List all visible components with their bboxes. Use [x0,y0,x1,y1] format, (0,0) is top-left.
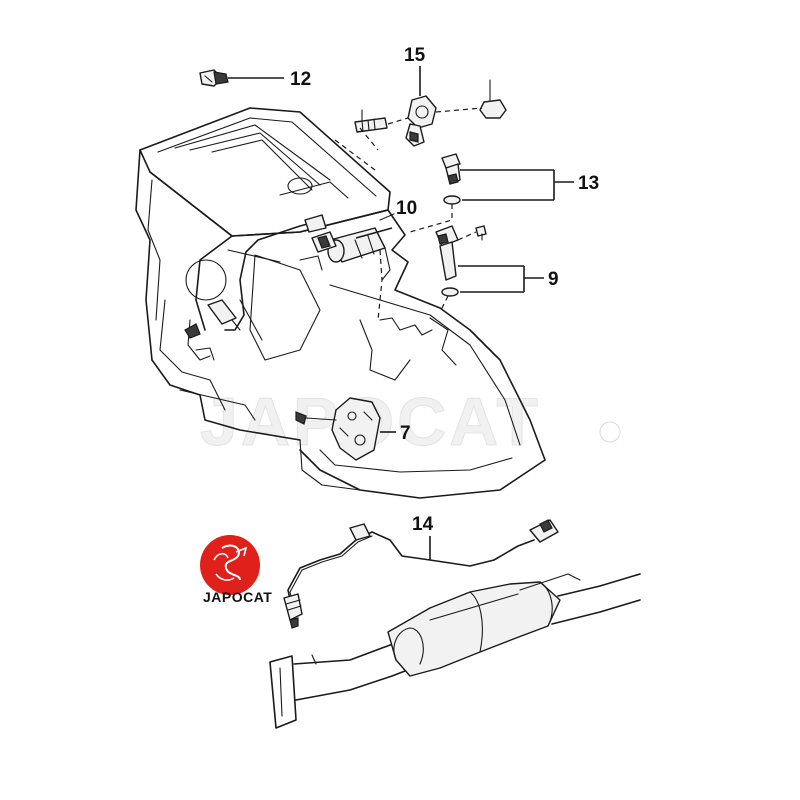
callout-7: 7 [400,423,411,444]
stud-bolt [354,109,388,133]
engine-wire-harness [207,214,337,331]
callout-15: 15 [404,45,426,66]
callout-10: 10 [396,198,417,219]
part-10-sensor [379,213,395,221]
callout-12: 12 [290,69,311,90]
callout-14: 14 [412,514,434,535]
callout-9: 9 [548,269,559,290]
japocat-logo: JAPOCAT [200,535,272,605]
part-7-neutral-switch [295,397,381,461]
part-14-oxygen-sensor [283,519,559,629]
part-13-sensor [441,153,461,205]
callout-13: 13 [578,173,599,194]
nut [479,79,507,119]
logo-text: JAPOCAT [203,589,272,605]
engine-block [135,107,621,499]
part-15-knock-sensor [405,95,437,147]
exhaust-pipe-catalytic-converter [269,573,641,729]
part-12-switch [199,69,229,87]
part-9-speed-sensor [435,225,487,297]
